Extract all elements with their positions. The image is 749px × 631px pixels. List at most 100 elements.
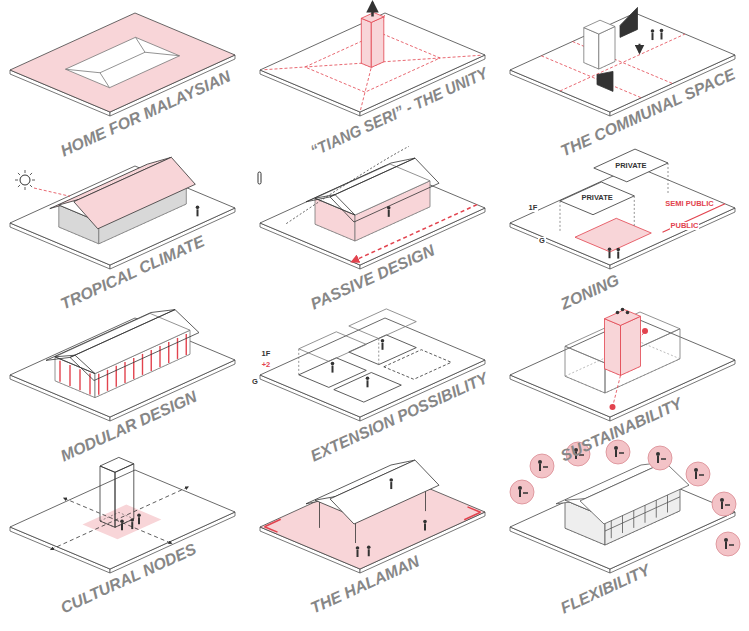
line — [66, 69, 101, 73]
roof — [330, 460, 439, 524]
person-head — [367, 545, 371, 549]
person-body — [197, 209, 199, 216]
plane — [349, 309, 417, 339]
line — [100, 73, 110, 88]
sun-ray — [25, 187, 26, 190]
module-strip — [133, 358, 134, 379]
bracket — [265, 519, 281, 526]
line — [145, 52, 180, 56]
line — [265, 63, 362, 69]
person-head — [331, 362, 335, 366]
person-head — [651, 29, 655, 33]
module-strip — [116, 366, 117, 387]
zone-label: +2 — [261, 361, 272, 369]
person-head — [389, 478, 393, 482]
plane — [594, 149, 668, 182]
module-strip — [59, 361, 60, 382]
axis-arrow — [51, 487, 189, 550]
airflow — [286, 146, 409, 223]
line — [136, 37, 146, 52]
line — [298, 349, 299, 375]
footprint — [100, 512, 134, 527]
module-strip — [69, 365, 70, 386]
wall — [621, 316, 641, 375]
top-face — [100, 457, 134, 472]
icon-glyph — [725, 504, 730, 506]
icon-glyph — [725, 542, 727, 549]
line — [319, 502, 320, 528]
line — [634, 196, 635, 226]
wall — [361, 18, 371, 67]
rain-drop — [621, 308, 625, 312]
person-body — [332, 366, 334, 373]
zone-label: PUBLIC — [670, 222, 700, 230]
arrow — [639, 44, 641, 53]
module-strip — [98, 374, 99, 395]
plane — [66, 37, 180, 87]
icon-glyph — [518, 486, 522, 490]
person-head — [130, 518, 134, 522]
sun-ray — [18, 173, 20, 175]
person-head — [366, 377, 370, 381]
person-head — [381, 339, 385, 343]
plane — [299, 332, 367, 362]
axis-arrow — [64, 498, 172, 543]
line — [560, 201, 561, 231]
up-arrow — [371, 3, 374, 17]
roof — [74, 157, 196, 229]
icon-glyph — [656, 452, 660, 456]
module-strip — [124, 362, 125, 383]
sun-ray — [32, 180, 35, 181]
module-strip — [186, 334, 187, 355]
bracket — [464, 512, 480, 519]
wall — [565, 346, 605, 393]
line — [361, 67, 372, 110]
activity-icon — [510, 480, 534, 504]
icon-glyph — [695, 472, 697, 479]
plane — [384, 350, 452, 380]
module-strip — [79, 369, 80, 390]
activity-icon — [686, 462, 710, 486]
roof — [306, 158, 415, 202]
zone-label: 1F — [261, 350, 272, 358]
person-body — [661, 32, 663, 39]
line — [613, 375, 621, 407]
icon-glyph — [543, 466, 548, 468]
bracket — [265, 527, 278, 532]
line — [378, 339, 379, 365]
icon-glyph — [619, 452, 624, 454]
person-body — [424, 524, 426, 531]
person-head — [120, 519, 124, 523]
wall — [371, 17, 384, 68]
person-head — [616, 248, 620, 252]
icon-glyph — [720, 498, 724, 502]
icon-glyph — [614, 446, 618, 450]
rain-drop — [616, 311, 620, 315]
person-head — [608, 247, 612, 251]
icon-glyph — [519, 490, 521, 497]
node-dot — [610, 404, 616, 410]
person-head — [387, 206, 391, 210]
icon-glyph — [538, 460, 542, 464]
person-body — [367, 380, 369, 387]
zone-label: G — [538, 237, 546, 245]
line — [384, 55, 481, 61]
wall-panel — [620, 7, 638, 37]
person-body — [390, 482, 392, 489]
icon-glyph — [661, 458, 666, 460]
panel-caption: ZONING — [558, 271, 622, 313]
person-head — [356, 546, 360, 550]
roof — [70, 310, 199, 381]
roof — [330, 158, 439, 222]
icon-glyph — [615, 450, 617, 457]
icon-glyph — [699, 474, 704, 476]
zone-label: 1F — [528, 204, 539, 212]
person-body — [617, 252, 619, 259]
roof — [580, 462, 689, 524]
zone-label: SEMI PUBLIC — [664, 200, 714, 208]
activity-icon — [530, 454, 554, 478]
person-head — [137, 513, 141, 517]
wall — [605, 319, 621, 376]
person-body — [388, 210, 390, 217]
